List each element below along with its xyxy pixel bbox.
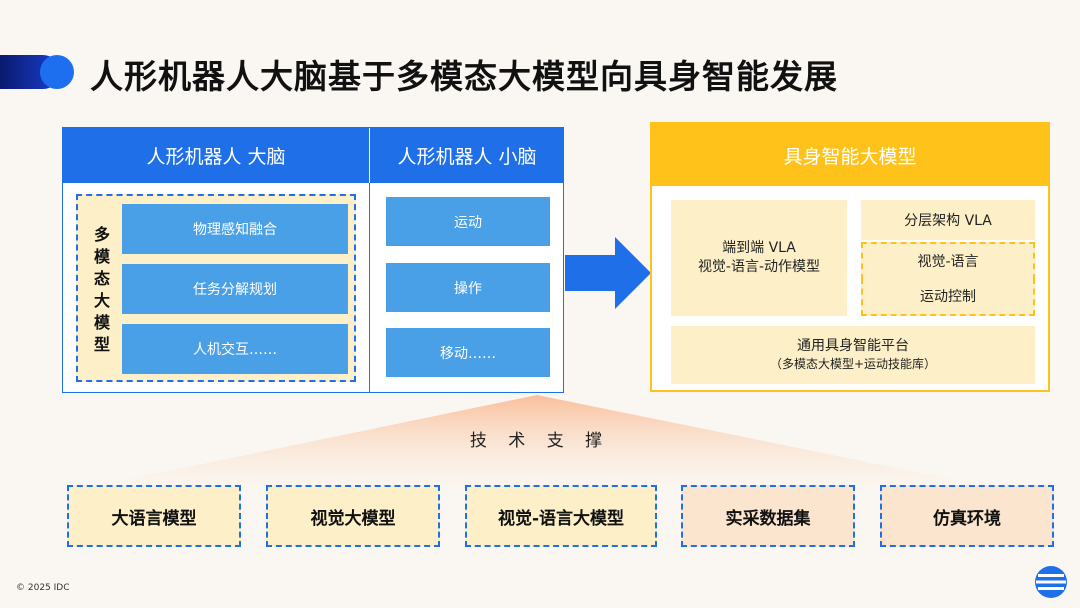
brain-header: 人形机器人 大脑 (63, 128, 369, 183)
support-label: 技 术 支 撑 (469, 431, 611, 451)
copyright: © 2025 IDC (16, 583, 70, 593)
tech-vision-model: 视觉大模型 (266, 485, 440, 547)
e2e-title: 端到端 VLA (722, 240, 796, 256)
page-title: 人形机器人大脑基于多模态大模型向具身智能发展 (90, 57, 838, 96)
embodied-model-header: 具身智能大模型 (652, 124, 1048, 186)
cerebellum-item-operation: 操作 (386, 263, 550, 312)
tech-vlm: 视觉-语言大模型 (465, 485, 657, 547)
cerebellum-item-movement: 移动…… (386, 328, 550, 377)
cerebellum-item-motion: 运动 (386, 197, 550, 246)
multimodal-model-box: 多模态大模型 物理感知融合 任务分解规划 人机交互…… (76, 194, 356, 382)
platform-subtitle: （多模态大模型+运动技能库） (769, 357, 937, 371)
brain-item-perception: 物理感知融合 (122, 204, 348, 254)
layered-vision-language: 视觉-语言 (861, 242, 1035, 280)
multimodal-model-label: 多模态大模型 (93, 225, 110, 354)
idc-globe-icon (1035, 566, 1067, 598)
tech-llm: 大语言模型 (67, 485, 241, 547)
e2e-subtitle: 视觉-语言-动作模型 (697, 259, 821, 275)
brain-item-planning: 任务分解规划 (122, 264, 348, 314)
general-platform-box: 通用具身智能平台 （多模态大模型+运动技能库） (671, 326, 1035, 384)
layered-motion-control: 运动控制 (861, 278, 1035, 316)
platform-title: 通用具身智能平台 (797, 338, 909, 354)
tech-real-dataset: 实采数据集 (681, 485, 855, 547)
brain-item-interaction: 人机交互…… (122, 324, 348, 374)
robot-brain-panel: 人形机器人 大脑 人形机器人 小脑 多模态大模型 物理感知融合 任务分解规划 人… (62, 127, 564, 393)
cerebellum-header: 人形机器人 小脑 (369, 128, 564, 183)
flow-arrow-icon (565, 237, 651, 309)
title-accent-dot (40, 55, 74, 89)
tech-simulation: 仿真环境 (880, 485, 1054, 547)
embodied-model-panel: 具身智能大模型 端到端 VLA 视觉-语言-动作模型 分层架构 VLA 视觉-语… (650, 122, 1050, 392)
layered-vla-title: 分层架构 VLA (861, 200, 1035, 240)
support-fan-shape (110, 395, 970, 483)
panel-divider (369, 183, 370, 393)
end-to-end-vla-box: 端到端 VLA 视觉-语言-动作模型 (671, 200, 847, 316)
